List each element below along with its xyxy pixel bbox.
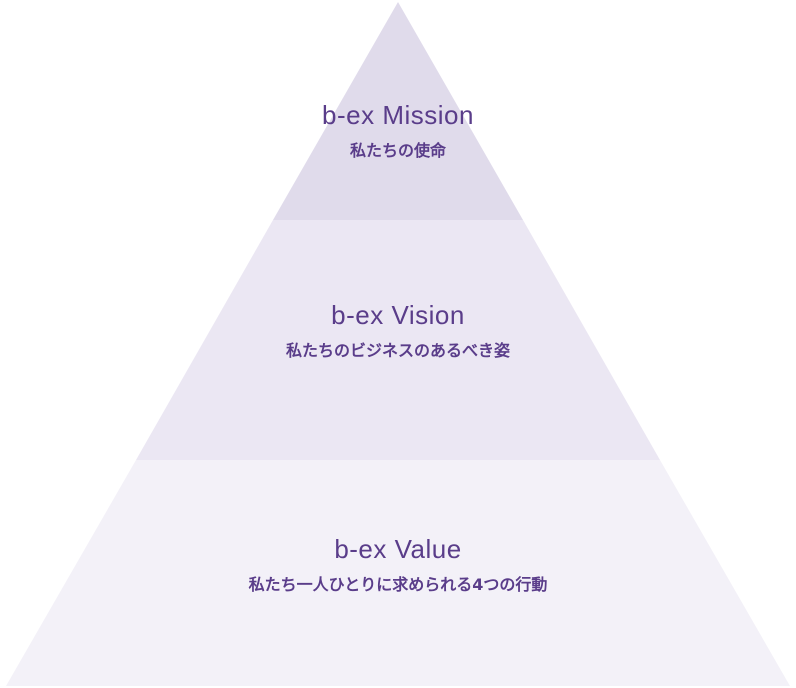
tier-value-subtitle: 私たち一人ひとりに求められる4つの行動 bbox=[248, 575, 548, 594]
tier-mission: b-ex Mission 私たちの使命 bbox=[0, 100, 796, 162]
tier-mission-subtitle: 私たちの使命 bbox=[349, 141, 446, 160]
tier-value-shape bbox=[6, 460, 790, 686]
tier-value-title: b-ex Value bbox=[334, 534, 462, 564]
tier-vision-subtitle: 私たちのビジネスのあるべき姿 bbox=[285, 341, 510, 360]
tier-vision-title: b-ex Vision bbox=[331, 300, 465, 330]
tier-mission-title: b-ex Mission bbox=[322, 100, 474, 130]
tier-vision-shape bbox=[136, 220, 660, 460]
tier-value: b-ex Value 私たち一人ひとりに求められる4つの行動 bbox=[0, 534, 796, 596]
tier-vision: b-ex Vision 私たちのビジネスのあるべき姿 bbox=[0, 300, 796, 362]
tier-mission-shape bbox=[273, 2, 523, 220]
